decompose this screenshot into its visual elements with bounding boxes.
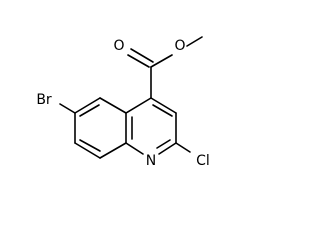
bond-c4a-c5 — [99, 97, 127, 114]
bond-carbonyl-double-b — [130, 48, 154, 63]
bond-c8-c8a — [99, 142, 127, 159]
bond-c4-c3-inner — [152, 104, 173, 117]
chemical-structure-canvas: O O Br N Cl — [36, 36, 210, 169]
atom-label-bromine: Br — [36, 92, 52, 108]
bond-c2-n-inner — [156, 139, 171, 149]
bond-ccarbonyl-oester — [150, 54, 173, 68]
atom-label-layer: O O Br N Cl — [36, 38, 210, 169]
bond-c2-cl — [175, 142, 191, 153]
bond-c2-n — [158, 142, 177, 155]
bond-c5-c6-inner — [79, 104, 100, 117]
bond-c6-br — [59, 103, 76, 114]
atom-label-nitrogen: N — [146, 153, 156, 169]
bond-oester-methyl — [186, 36, 203, 47]
atom-label-chlorine: Cl — [196, 153, 210, 169]
bond-c4-c3 — [150, 97, 177, 114]
bond-layer — [59, 36, 203, 159]
bond-n-c8a — [125, 142, 144, 155]
atom-label-oxygen-carbonyl: O — [113, 38, 124, 54]
bond-carbonyl-double-a — [127, 54, 150, 68]
bond-c5-c6 — [74, 97, 101, 114]
bond-c7-c8 — [74, 142, 101, 159]
bond-c4a-c4 — [125, 97, 152, 114]
molecule-drawing: O O Br N Cl — [36, 36, 210, 169]
atom-label-oxygen-ester: O — [174, 38, 185, 54]
bond-c7-c8-inner — [79, 139, 101, 152]
